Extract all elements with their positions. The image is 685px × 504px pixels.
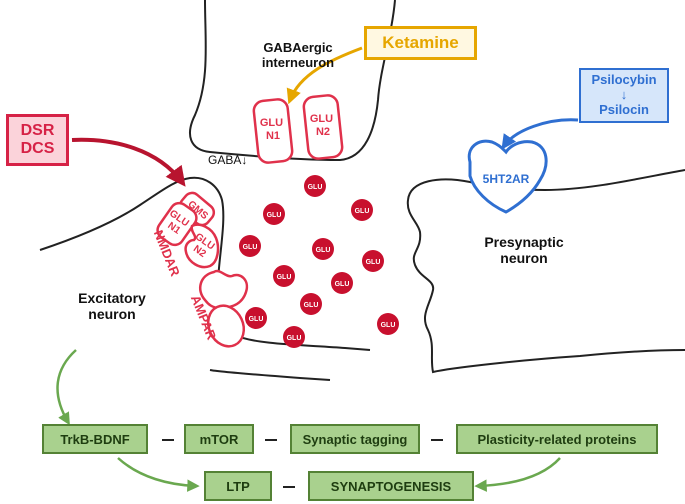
glu-vesicle-label: GLU bbox=[277, 274, 292, 281]
dsr-arrow bbox=[71, 137, 186, 187]
glu-vesicle-circle bbox=[312, 238, 334, 260]
glun1-receptor-post bbox=[156, 201, 198, 247]
glu-vesicle-label: GLU bbox=[316, 247, 331, 254]
dash-1 bbox=[162, 439, 174, 441]
glu-vesicle: GLU bbox=[245, 307, 267, 329]
psilocin-arrow bbox=[501, 118, 579, 150]
glu-vesicle: GLU bbox=[300, 293, 322, 315]
ketamine-arrow bbox=[286, 46, 363, 105]
ketamine-box: Ketamine bbox=[364, 26, 477, 60]
glun2-receptor-post bbox=[184, 223, 220, 269]
glu-vesicle-circle bbox=[263, 203, 285, 225]
presynaptic-neuron-label: Presynaptic neuron bbox=[484, 234, 564, 267]
prp-to-synaptogenesis-arrow bbox=[474, 457, 561, 492]
plasticity-proteins-box: Plasticity-related proteins bbox=[456, 424, 658, 454]
gabaergic-interneuron-label: GABAergic interneuron bbox=[261, 40, 335, 70]
glu-vesicle-circle bbox=[283, 326, 305, 348]
glu-vesicle-label: GLU bbox=[267, 212, 282, 219]
glu-vesicle-label: GLU bbox=[249, 316, 264, 323]
glu-vesicle: GLU bbox=[263, 203, 285, 225]
glu-vesicle-circle bbox=[377, 313, 399, 335]
dash-4 bbox=[283, 486, 295, 488]
glu-vesicle: GLU bbox=[304, 175, 326, 197]
glu-vesicle-label: GLU bbox=[287, 335, 302, 342]
glu-vesicle-circle bbox=[273, 265, 295, 287]
synaptogenesis-box: SYNAPTOGENESIS bbox=[308, 471, 474, 501]
synaptic-tagging-box: Synaptic tagging bbox=[290, 424, 420, 454]
glu-vesicle-label: GLU bbox=[355, 208, 370, 215]
glu-vesicles: GLU GLU GLU GLU GLU GLU GLU GLU GLU GLU GLU GLU bbox=[239, 175, 399, 348]
ampar-receptor-lower bbox=[206, 304, 246, 348]
glu-vesicle-circle bbox=[304, 175, 326, 197]
glu-vesicle-label: GLU bbox=[335, 281, 350, 288]
glu-vesicle-label: GLU bbox=[243, 244, 258, 251]
excitatory-to-trkb-arrow bbox=[56, 349, 77, 426]
gaba-label: GABA↓ bbox=[208, 153, 248, 167]
glu-vesicle: GLU bbox=[283, 326, 305, 348]
glu-vesicle-circle bbox=[351, 199, 373, 221]
mtor-box: mTOR bbox=[184, 424, 254, 454]
glu-vesicle-label: GLU bbox=[308, 184, 323, 191]
5ht2ar-text: 5HT2AR bbox=[483, 172, 530, 186]
excitatory-neuron-label: Excitatory neuron bbox=[78, 290, 146, 323]
excitatory-neuron-outline bbox=[39, 176, 371, 351]
glu-vesicle: GLU bbox=[351, 199, 373, 221]
ltp-box: LTP bbox=[204, 471, 272, 501]
glun1-top-text: GLU N1 bbox=[260, 117, 286, 142]
5ht2ar-receptor bbox=[467, 139, 548, 214]
glu-vesicle-label: GLU bbox=[304, 302, 319, 309]
glu-vesicle-label: GLU bbox=[381, 322, 396, 329]
glun2-receptor-top bbox=[302, 94, 344, 160]
dash-3 bbox=[431, 439, 443, 441]
glu-vesicle: GLU bbox=[273, 265, 295, 287]
glun1-receptor-top bbox=[252, 98, 294, 164]
glu-vesicle-circle bbox=[331, 272, 353, 294]
glu-vesicle: GLU bbox=[239, 235, 261, 257]
glu-vesicle: GLU bbox=[377, 313, 399, 335]
glu-vesicle: GLU bbox=[362, 250, 384, 272]
trkb-to-ltp-arrow bbox=[117, 457, 200, 492]
presynaptic-neuron-outline bbox=[406, 169, 685, 374]
glu-vesicle-circle bbox=[362, 250, 384, 272]
glu-vesicle-circle bbox=[245, 307, 267, 329]
glu-vesicle: GLU bbox=[312, 238, 334, 260]
ampar-receptor-upper bbox=[198, 269, 249, 310]
dash-2 bbox=[265, 439, 277, 441]
trkb-bdnf-box: TrkB-BDNF bbox=[42, 424, 148, 454]
glu-vesicle: GLU bbox=[331, 272, 353, 294]
interneuron-outline bbox=[189, 0, 396, 162]
psilocybin-box: Psilocybin ↓ Psilocin bbox=[579, 68, 669, 123]
glu-vesicle-label: GLU bbox=[366, 259, 381, 266]
glun2-top-text: GLU N2 bbox=[310, 113, 336, 138]
excitatory-neuron-outline-lower bbox=[209, 369, 331, 381]
glu-vesicle-circle bbox=[239, 235, 261, 257]
glu-vesicle-circle bbox=[300, 293, 322, 315]
dsr-dcs-box: DSR DCS bbox=[6, 114, 69, 166]
